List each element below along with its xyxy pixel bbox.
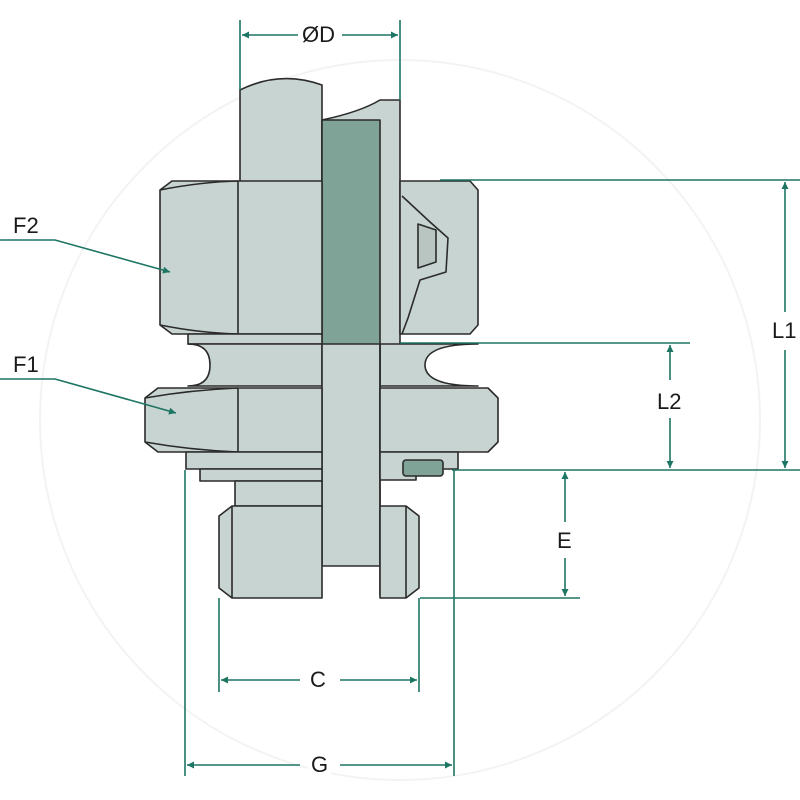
tube-wall-section xyxy=(321,119,381,346)
o-ring-section xyxy=(402,459,444,477)
nut-f1-exterior xyxy=(144,387,323,453)
undercut xyxy=(234,480,323,507)
label-l1: L1 xyxy=(769,320,800,342)
body-neck-right xyxy=(379,343,479,387)
nut-f1-section xyxy=(379,387,499,453)
label-f1: F1 xyxy=(13,352,39,377)
tube-left xyxy=(239,77,323,186)
body-neck-left xyxy=(187,343,323,387)
thread-section xyxy=(218,505,323,599)
label-l2: L2 xyxy=(654,391,685,413)
thread-right xyxy=(379,505,420,599)
collar-left xyxy=(185,451,323,470)
label-diameter-d: ØD xyxy=(299,24,338,46)
leader-f2 xyxy=(0,239,171,274)
label-g: G xyxy=(308,754,332,776)
nut-f2-exterior xyxy=(159,180,323,335)
washer xyxy=(199,468,323,482)
nut-f2-section xyxy=(399,180,479,335)
label-e: E xyxy=(554,530,575,552)
body-bore-wall xyxy=(321,343,381,567)
label-c: C xyxy=(307,669,329,691)
label-f2: F2 xyxy=(13,213,39,238)
leader-f1 xyxy=(0,378,177,415)
